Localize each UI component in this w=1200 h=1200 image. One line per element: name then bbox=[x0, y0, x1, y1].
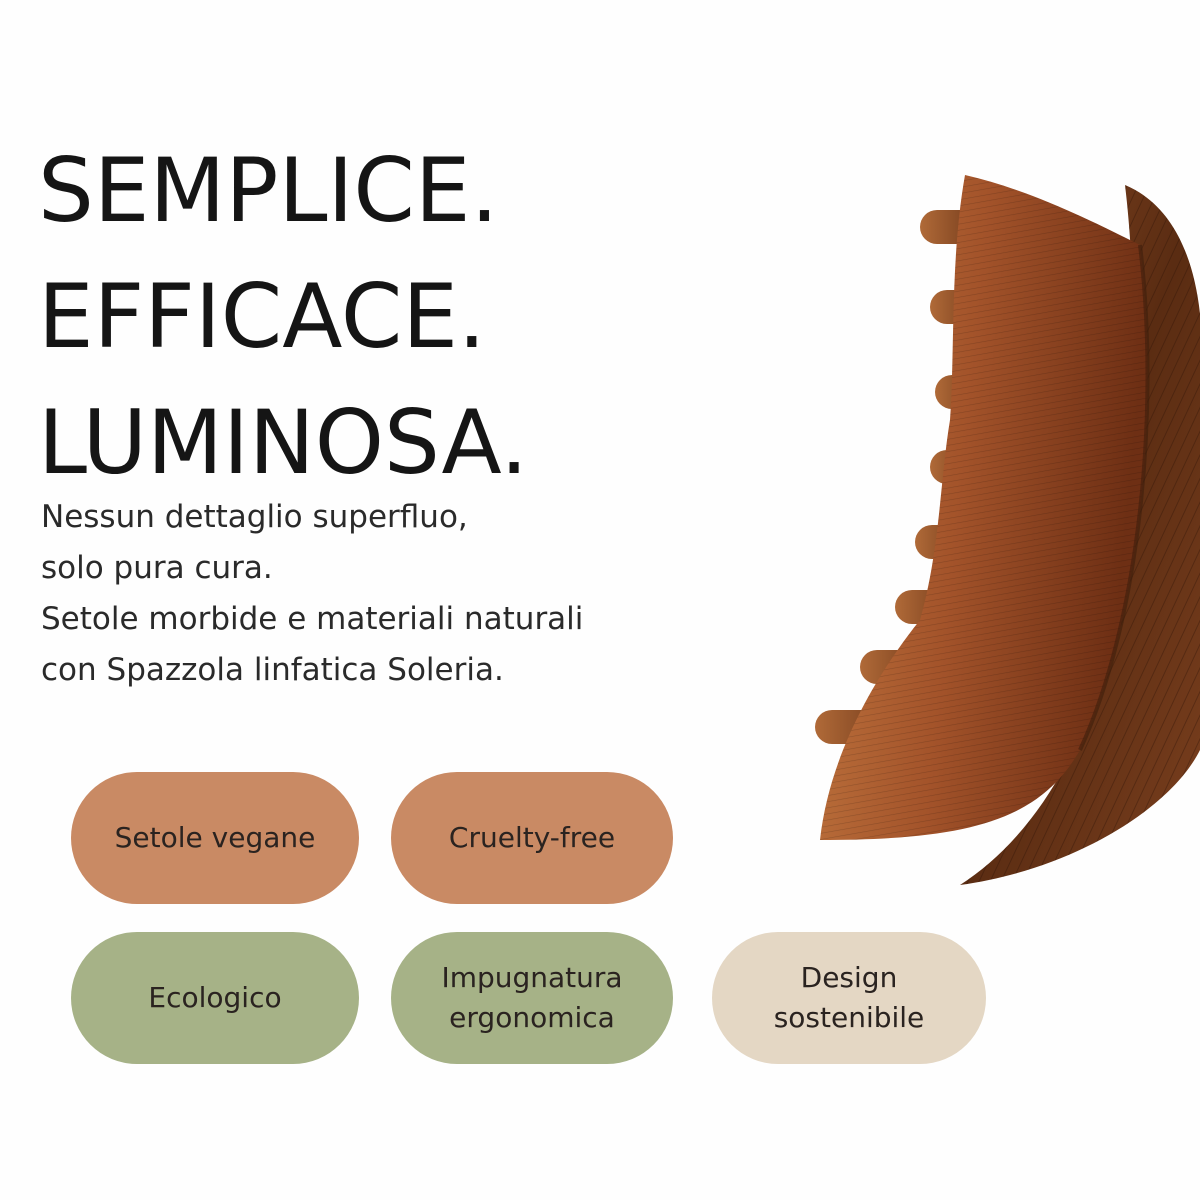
headline-line-3: LUMINOSA. bbox=[38, 391, 529, 494]
feature-badge-label: Impugnatura bbox=[441, 961, 623, 994]
headline-line-1: SEMPLICE. bbox=[38, 139, 499, 242]
feature-badge-vegan-bristles: Setole vegane bbox=[71, 772, 359, 904]
headline-line-2: EFFICACE. bbox=[38, 265, 486, 368]
headline: SEMPLICE. EFFICACE. LUMINOSA. bbox=[38, 128, 528, 506]
description: Nessun dettaglio superfluo, solo pura cu… bbox=[41, 492, 583, 696]
feature-badge-ergonomic-grip: Impugnatura ergonomica bbox=[391, 932, 673, 1064]
feature-badge-label: Setole vegane bbox=[114, 821, 316, 854]
description-line-3: Setole morbide e materiali naturali bbox=[41, 601, 584, 637]
description-line-2: solo pura cura. bbox=[41, 550, 273, 586]
feature-badge-label: ergonomica bbox=[449, 1001, 615, 1034]
feature-badge-sustainable-design: Design sostenibile bbox=[712, 932, 986, 1064]
feature-badge-ecological: Ecologico bbox=[71, 932, 359, 1064]
feature-badge-label: Ecologico bbox=[148, 981, 282, 1014]
feature-badge-label: Cruelty-free bbox=[448, 821, 616, 854]
wooden-lymphatic-brush-image bbox=[815, 175, 1200, 885]
feature-badge-label: sostenibile bbox=[773, 1001, 925, 1034]
feature-badge-cruelty-free: Cruelty-free bbox=[391, 772, 673, 904]
feature-badge-label: Design bbox=[800, 961, 898, 994]
description-line-1: Nessun dettaglio superfluo, bbox=[41, 499, 468, 535]
description-line-4: con Spazzola linfatica Soleria. bbox=[41, 652, 504, 688]
